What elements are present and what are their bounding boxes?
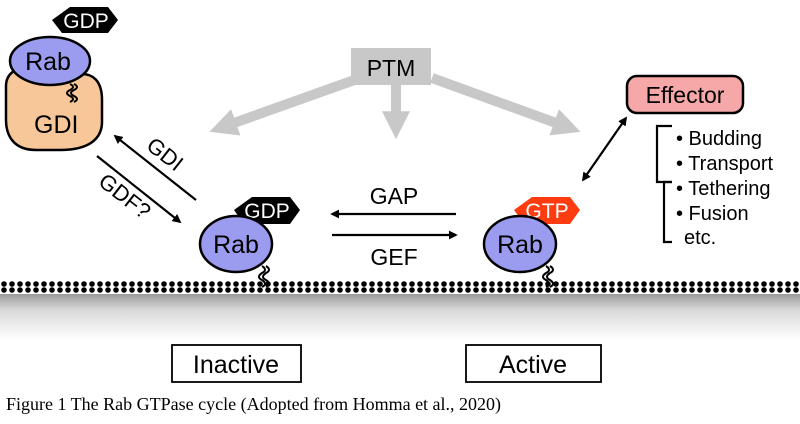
gdf-insertion-arrow [96, 155, 182, 224]
gdf-arrow-label: GDF? [94, 168, 156, 224]
active-label-box [465, 344, 602, 383]
active-lipid-anchor-2 [546, 265, 554, 288]
membrane-bilayer [0, 281, 800, 293]
gap-label: GAP [370, 183, 419, 209]
gdi-protein-label: GDI [34, 111, 78, 139]
gdi-complex-lipid-anchor [66, 83, 74, 103]
cytosol-gradient [0, 294, 800, 340]
active-rab [482, 214, 558, 274]
effector-group: Effector • Budding • Transport • Tetheri… [625, 74, 773, 249]
active-rab-label: Rab [497, 231, 543, 259]
ptm-arrow-right [430, 73, 581, 136]
effector-function-transport: • Transport [676, 153, 773, 175]
ptm-arrow-left [209, 73, 362, 136]
active-gtp-label: GTP [525, 200, 568, 223]
effector-bracket-upper [655, 124, 672, 184]
effector-function-budding: • Budding [676, 128, 762, 150]
inactive-rab-gdp: GDP Rab [198, 197, 300, 288]
gdi-arrow-label: GDI [142, 132, 188, 176]
inactive-label: Inactive [193, 351, 279, 379]
ptm-box [351, 48, 431, 85]
rab-gdi-complex: GDI GDP Rab [4, 7, 118, 152]
effector-function-etc: etc. [684, 227, 716, 249]
inactive-lipid-anchor [258, 265, 266, 288]
inactive-gdp-label: GDP [244, 200, 290, 223]
figure-caption: Figure 1 The Rab GTPase cycle (Adopted f… [6, 394, 502, 414]
inactive-lipid-anchor-2 [262, 265, 270, 288]
active-rab-gtp: GTP Rab [482, 197, 580, 288]
effector-function-fusion: • Fusion [676, 203, 749, 225]
inactive-label-box [171, 344, 302, 383]
gdi-complex-gdp-badge [52, 7, 118, 33]
inactive-rab-label: Rab [213, 231, 259, 259]
effector-bracket-lower [662, 180, 672, 244]
effector-label: Effector [646, 82, 725, 108]
inactive-rab [198, 214, 274, 274]
ptm-group: PTM [209, 48, 581, 140]
gdi-gdf-arrows: GDI GDF? [94, 132, 197, 224]
state-labels: Inactive Active [171, 344, 602, 383]
effector-function-tethering: • Tethering [676, 178, 770, 200]
gdi-complex-gdp-label: GDP [63, 10, 109, 33]
gap-gef-arrows: GAP GEF [330, 183, 458, 270]
active-lipid-anchor [542, 265, 550, 288]
gdi-complex-rab [8, 35, 92, 87]
effector-box [625, 74, 745, 115]
gdi-complex-rab-label: Rab [25, 48, 71, 76]
effector-binding-arrow [581, 116, 628, 182]
gef-label: GEF [370, 244, 417, 270]
ptm-label: PTM [367, 55, 416, 81]
gdi-complex-lipid-anchor-2 [70, 83, 78, 103]
active-label: Active [499, 351, 567, 379]
gdi-extraction-arrow [113, 134, 197, 201]
